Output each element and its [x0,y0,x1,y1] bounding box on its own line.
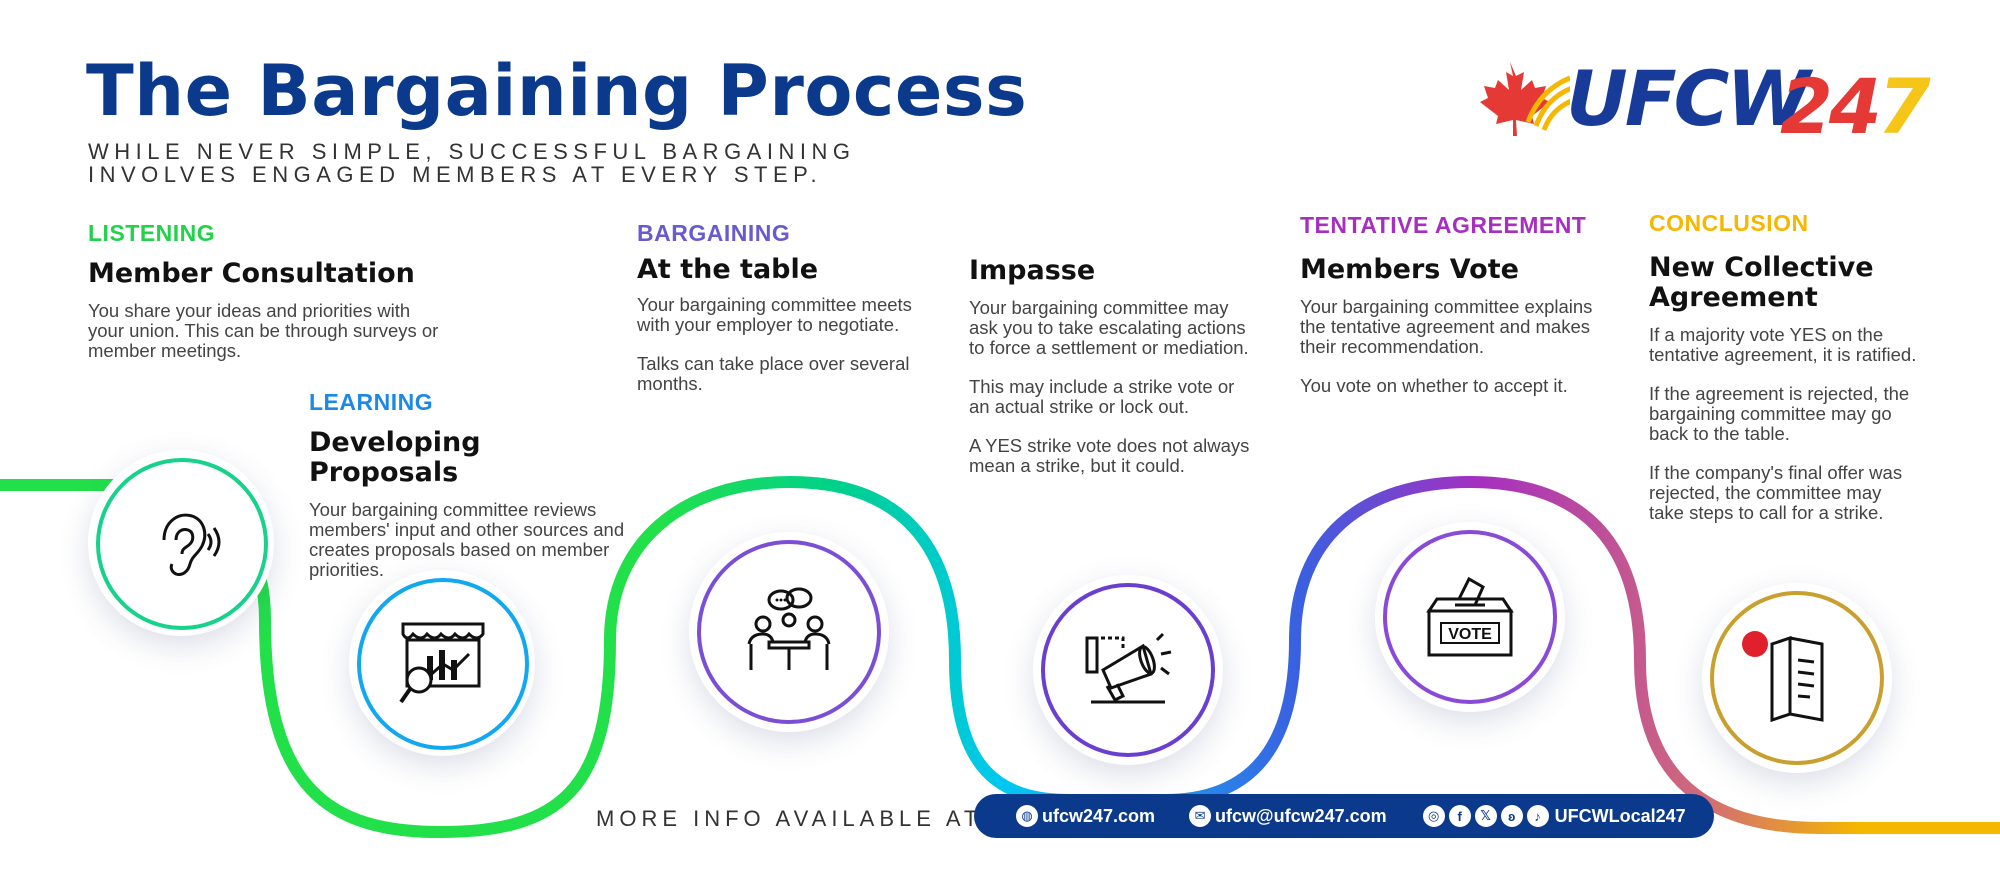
bluesky-icon[interactable]: ʚ [1500,805,1523,827]
step-heading: Member Consultation [88,258,415,289]
research-chart-icon [399,622,485,704]
ballot-box-icon: VOTE [1426,576,1514,657]
instagram-icon[interactable]: ◎ [1422,805,1445,827]
email-link[interactable]: ✉ ufcw@ufcw247.com [1189,805,1387,827]
step-heading: Developing Proposals [309,427,481,488]
ear-icon [162,513,221,576]
step-listening: LISTENING Member Consultation You share … [88,220,448,380]
website-link[interactable]: ◍ ufcw247.com [1016,805,1155,827]
step-label: LISTENING [88,220,216,246]
step-label: CONCLUSION [1649,210,1809,236]
step-body: If a majority vote YES on the tentative … [1649,324,1917,523]
step-heading: At the table [637,254,819,285]
step-tentative-agreement: TENTATIVE AGREEMENT Members Vote Your ba… [1300,212,1610,415]
social-links: ◎ f 𝕏 ʚ ♪ UFCWLocal247 [1422,805,1686,827]
step-label: BARGAINING [637,220,791,246]
step-bargaining: BARGAINING At the table Your bargaining … [637,220,937,413]
maple-leaf-icon [1480,62,1570,136]
step-heading: Impasse [969,255,1096,286]
logo-number: 247 [1780,62,1931,151]
megaphone-icon [1085,632,1172,704]
globe-icon: ◍ [1016,805,1038,827]
step-circle-bargaining [689,532,889,732]
page-title: The Bargaining Process [86,50,1028,132]
step-circle-listening [88,450,274,636]
document-icon [1770,635,1824,723]
facebook-icon[interactable]: f [1448,805,1471,827]
step-conclusion: CONCLUSION New Collective Agreement If a… [1649,210,1919,542]
step-circle-conclusion [1702,583,1892,773]
more-info-label: MORE INFO AVAILABLE AT [596,806,983,831]
social-handle[interactable]: UFCWLocal247 [1554,805,1686,826]
step-body: Your bargaining committee reviews member… [309,499,625,580]
step-body: Your bargaining committee meets with you… [637,294,912,394]
step-label: LEARNING [309,389,434,415]
step-learning: LEARNING Developing Proposals Your barga… [309,389,639,599]
contact-bar: ◍ ufcw247.com ✉ ufcw@ufcw247.com ◎ f 𝕏 ʚ… [974,794,1714,838]
logo-wordmark: UFCW [1566,54,1810,143]
tiktok-icon[interactable]: ♪ [1526,805,1549,827]
step-body: Your bargaining committee may ask you to… [969,297,1250,476]
ufcw247-logo: UFCW 247 [1480,50,1931,151]
step-heading: Members Vote [1300,254,1519,285]
step-circle-learning [349,570,535,756]
step-impasse: Impasse Your bargaining committee may as… [969,256,1259,495]
mail-icon: ✉ [1189,805,1212,827]
seal-dot-icon [1742,631,1768,657]
step-circle-impasse [1033,575,1223,765]
page-subtitle: WHILE NEVER SIMPLE, SUCCESSFUL BARGAININ… [88,139,856,187]
step-circle-tentative-agreement: VOTE [1375,522,1565,712]
ballot-label: VOTE [1448,626,1492,643]
step-body: Your bargaining committee explains the t… [1300,296,1593,396]
meeting-table-icon [747,587,831,670]
x-icon[interactable]: 𝕏 [1474,805,1497,827]
step-heading: New Collective Agreement [1649,252,1874,313]
step-body: You share your ideas and priorities with… [88,300,439,361]
step-label: TENTATIVE AGREEMENT [1300,212,1587,238]
